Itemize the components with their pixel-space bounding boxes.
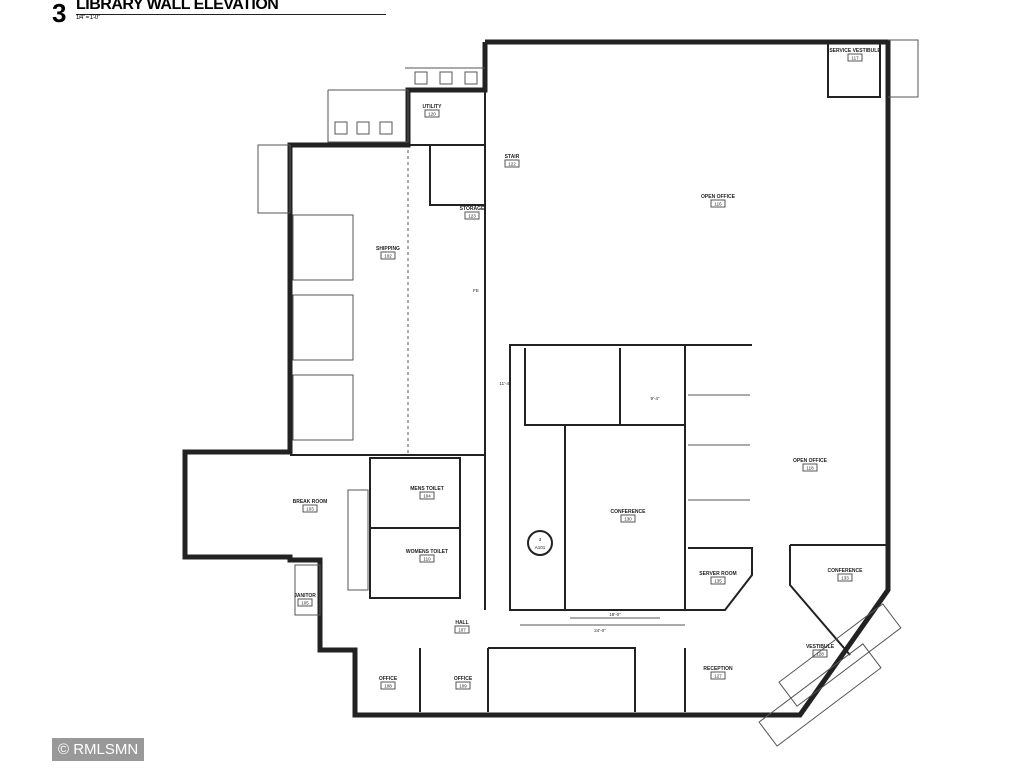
- room-name: VESTIBULE: [806, 644, 835, 650]
- dimension: 18'-0": [609, 612, 621, 617]
- room-name: JANITOR: [294, 593, 316, 599]
- room-number: 127: [714, 674, 722, 679]
- room-label: SHIPPING 102: [376, 246, 400, 260]
- room-label: OFFICE 109: [454, 676, 473, 690]
- room-label: OPEN OFFICE 118: [793, 458, 828, 472]
- room-number: 123: [468, 214, 476, 219]
- room-name: SERVER ROOM: [699, 571, 736, 577]
- watermark: © RMLSMN: [52, 738, 145, 761]
- drawing-title-text: LIBRARY WALL ELEVATION: [76, 0, 386, 15]
- drawing-number: 3: [52, 0, 66, 28]
- room-name: STAIR: [505, 154, 520, 160]
- room-name: CONFERENCE: [610, 509, 646, 515]
- room-label: CONFERENCE 130: [610, 509, 646, 523]
- room-name: SERVICE VESTIBULE: [829, 48, 881, 54]
- room-number: 107: [458, 628, 466, 633]
- room-number: 110: [423, 557, 431, 562]
- room-name: CONFERENCE: [827, 568, 863, 574]
- room-label: CONFERENCE 133: [827, 568, 863, 582]
- room-label: STORAGE 123: [460, 206, 485, 220]
- room-label: SERVER ROOM 135: [699, 571, 737, 585]
- room-name: OFFICE: [454, 676, 473, 682]
- wall: [888, 39, 919, 98]
- room-name: OPEN OFFICE: [701, 194, 736, 200]
- section-marker-number: 3: [539, 537, 542, 542]
- room-name: OPEN OFFICE: [793, 458, 828, 464]
- room-label: BREAK ROOM 103: [293, 499, 328, 513]
- room-name: HALL: [455, 620, 468, 626]
- wall: [827, 42, 881, 98]
- room-number: 104: [423, 494, 431, 499]
- room-label: WOMENS TOILET 110: [406, 549, 448, 563]
- drawing-scale: 1/4" = 1'-0": [76, 15, 100, 21]
- fire-extinguisher-label: FE: [473, 288, 479, 293]
- room-label: SERVICE VESTIBULE 117: [829, 48, 881, 62]
- room-number: 108: [384, 684, 392, 689]
- room-label: OPEN OFFICE 116: [701, 194, 736, 208]
- dimension: 11'-4": [499, 381, 511, 386]
- section-marker-sheet: A101: [535, 545, 546, 550]
- room-name: RECEPTION: [703, 666, 733, 672]
- room-label: VESTIBULE 128: [806, 644, 835, 658]
- room-name: STORAGE: [460, 206, 485, 212]
- room-name: UTILITY: [423, 104, 443, 110]
- room-number: 130: [624, 517, 632, 522]
- dimension: 24'-0": [594, 628, 606, 633]
- room-label: RECEPTION 127: [703, 666, 733, 680]
- section-marker: [527, 530, 553, 556]
- room-label: STAIR 122: [504, 154, 520, 168]
- room-number: 128: [816, 652, 824, 657]
- room-number: 116: [714, 202, 722, 207]
- room-number: 133: [841, 576, 849, 581]
- room-label: JANITOR 105: [294, 593, 316, 607]
- exterior-wall: [182, 39, 891, 718]
- room-label: MENS TOILET 104: [410, 486, 444, 500]
- room-name: WOMENS TOILET: [406, 549, 448, 555]
- room-number: 105: [301, 601, 309, 606]
- room-name: BREAK ROOM: [293, 499, 328, 505]
- room-number: 122: [508, 162, 516, 167]
- room-number: 109: [459, 684, 467, 689]
- dimension: 9'-4": [651, 396, 660, 401]
- room-name: OFFICE: [379, 676, 398, 682]
- room-label: OFFICE 108: [379, 676, 398, 690]
- room-label: UTILITY 120: [423, 104, 443, 118]
- room-number: 135: [714, 579, 722, 584]
- room-number: 120: [428, 112, 436, 117]
- room-number: 118: [806, 466, 814, 471]
- room-number: 117: [851, 56, 859, 61]
- room-label: HALL 107: [454, 620, 470, 634]
- room-number: 102: [384, 254, 392, 259]
- room-name: SHIPPING: [376, 246, 400, 252]
- room-name: MENS TOILET: [410, 486, 444, 492]
- room-number: 103: [306, 507, 314, 512]
